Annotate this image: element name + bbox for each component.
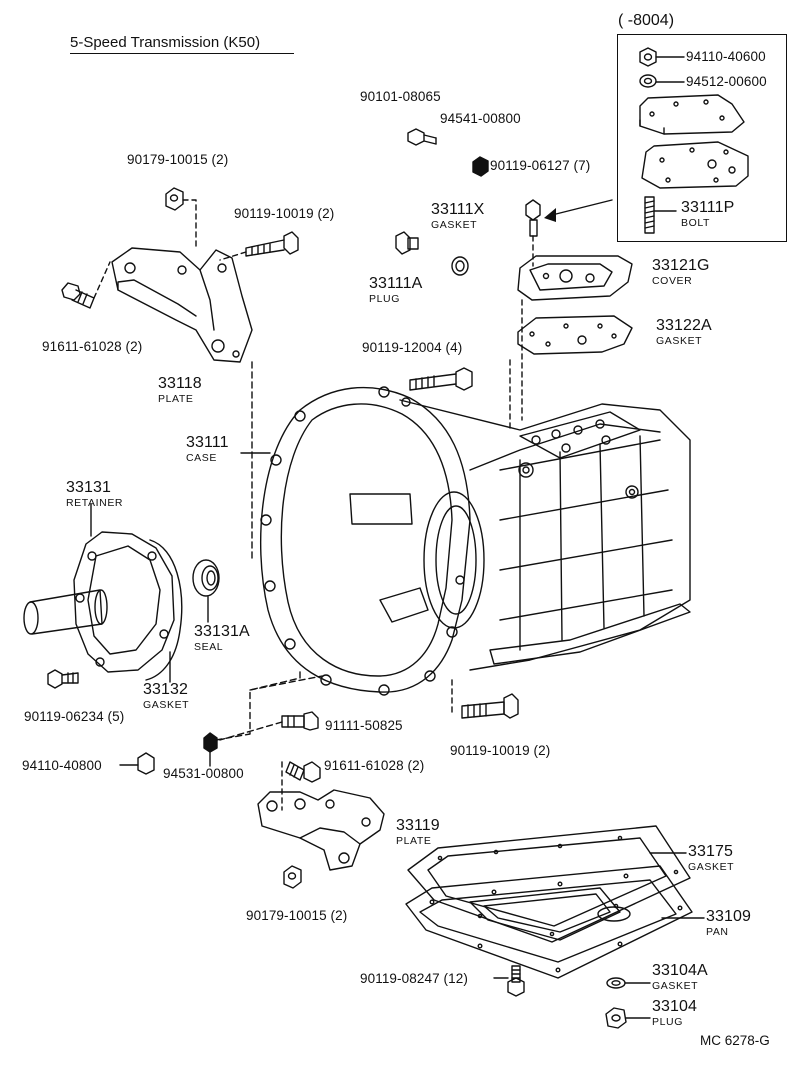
callout-90119-12004: 90119-12004 (4) <box>362 340 463 355</box>
seal-33131A-part <box>192 559 220 597</box>
callout-94541-00800: 94541-00800 <box>440 111 521 126</box>
callout-91111-50825: 91111-50825 <box>325 718 403 733</box>
cover-33121G-part <box>517 255 633 301</box>
inset-washer-part <box>639 74 685 88</box>
gasket-33175-part <box>407 825 691 943</box>
callout-90119-08247: 90119-08247 (12) <box>360 971 468 986</box>
bolt-90119-06234 <box>47 669 79 689</box>
callout-90119-06127: 90119-06127 (7) <box>490 158 591 173</box>
callout-94110-40800: 94110-40800 <box>22 758 102 773</box>
bolt-90119-10019-top <box>219 231 299 261</box>
callout-91611-61028-left: 91611-61028 (2) <box>42 339 143 354</box>
pan-33109-part <box>405 865 693 979</box>
bolt-90119-10019-lower <box>451 679 519 719</box>
inset-gasket-part <box>641 141 749 189</box>
bolt-90119-12004 <box>409 367 473 391</box>
bolt-91611-61028-lower <box>285 761 321 783</box>
bolt-90101-08065 <box>407 128 437 146</box>
callout-94110-40600: 94110-40600 <box>686 49 766 64</box>
gasket-33122A-part <box>517 315 633 355</box>
inset-range-label: ( -8004) <box>618 12 675 29</box>
bolt-91111-50825 <box>281 711 319 731</box>
inset-nut-part <box>639 47 685 67</box>
retainer-33131-part <box>23 531 183 681</box>
gasket-33111X <box>451 256 469 276</box>
nut-90179-10015-top <box>165 187 197 251</box>
callout-90119-10019-top: 90119-10019 (2) <box>234 206 335 221</box>
nut-94541-00800 <box>472 156 489 177</box>
callout-90119-06234: 90119-06234 (5) <box>24 709 125 724</box>
callout-90179-10015-top: 90179-10015 (2) <box>127 152 229 167</box>
bolt-91611-61028-left <box>61 261 111 309</box>
callout-90119-10019-lower: 90119-10019 (2) <box>450 743 551 758</box>
inset-plate-part <box>639 94 745 135</box>
plate-33119-part <box>257 789 385 871</box>
inset-stud-part <box>644 196 677 234</box>
callout-91611-61028-lower: 91611-61028 (2) <box>324 758 425 773</box>
diagram-title: 5-Speed Transmission (K50) <box>70 34 261 51</box>
plate-33118-part <box>111 247 253 363</box>
nut-94531-00800 <box>203 732 218 767</box>
nut-94110-40800 <box>119 752 155 775</box>
title-underline <box>70 53 294 54</box>
callout-94512-00600: 94512-00600 <box>686 74 767 89</box>
transmission-case-33111-part <box>260 386 691 696</box>
nut-90179-10015-lower <box>283 865 302 889</box>
bolt-90119-06127 <box>525 199 541 267</box>
gasket-33104A-part <box>606 977 651 989</box>
plug-33111A <box>395 231 419 255</box>
inset-frame <box>617 34 787 242</box>
callout-90179-10015-lower: 90179-10015 (2) <box>246 908 348 923</box>
callout-90101-08065: 90101-08065 <box>360 89 441 104</box>
bolt-90119-08247 <box>493 965 525 997</box>
callout-94531-00800: 94531-00800 <box>163 766 244 781</box>
drawing-code: MC 6278-G <box>700 1033 770 1048</box>
plug-33104-part <box>605 1007 651 1029</box>
